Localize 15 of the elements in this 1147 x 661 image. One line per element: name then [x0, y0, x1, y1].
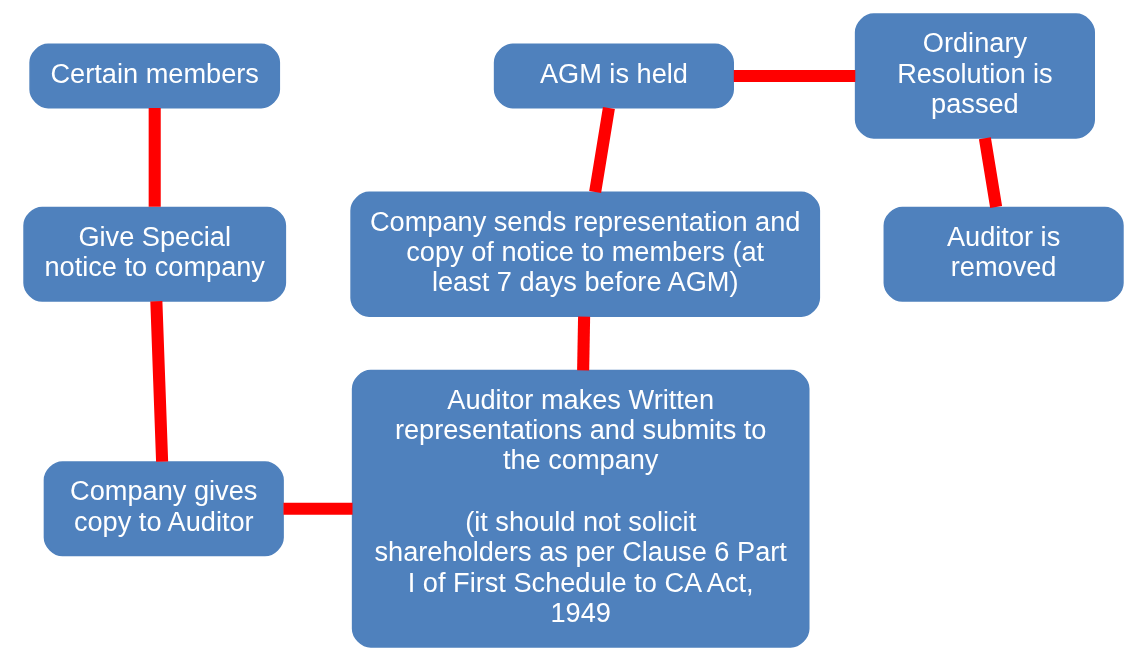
node-box: Auditor is removed — [883, 206, 1124, 302]
node-box: Auditor makes Written representations and submits to the company (it should not solicit shareholders as per Clause 6 Part I of First Schedule to CA Act, 1949 — [351, 369, 810, 648]
connector — [733, 69, 856, 82]
node-box: Ordinary Resolution is passed — [854, 13, 1095, 139]
connector — [148, 108, 161, 207]
node-box: Company sends representation and copy of notice to members (at least 7 days before AGM) — [350, 191, 821, 317]
node-box: Company gives copy to Auditor — [43, 461, 284, 557]
node-box: Certain members — [29, 43, 281, 109]
connector — [978, 137, 1003, 208]
connector — [589, 107, 615, 194]
node-box: AGM is held — [493, 43, 734, 109]
connector — [577, 316, 591, 371]
connector — [283, 502, 353, 515]
node-box: Give Special notice to company — [23, 206, 287, 302]
connector — [150, 301, 169, 462]
